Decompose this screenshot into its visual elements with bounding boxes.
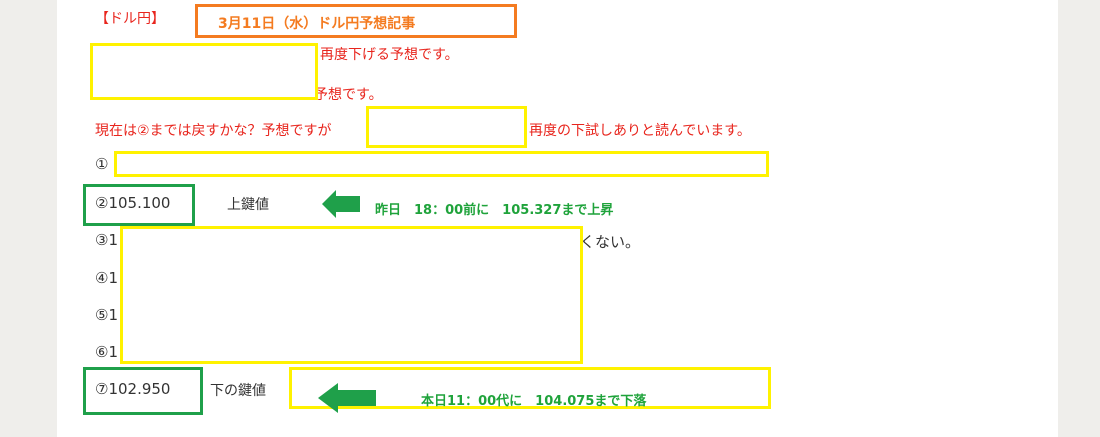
- level-7-box: [83, 367, 203, 415]
- left-arrow-icon: [322, 190, 360, 218]
- level-2-label: 上鍵値: [227, 197, 269, 213]
- line-3b: 再度の下試しありと読んでいます。: [529, 123, 751, 139]
- level-7-label: 下の鍵値: [210, 383, 266, 399]
- redaction-box: [366, 106, 527, 148]
- title-box: 3月11日（水）ドル円予想記事: [195, 4, 517, 38]
- left-arrow-icon: [318, 383, 376, 413]
- line-2: 予想です。: [314, 87, 383, 103]
- line-3a: 現在は②までは戻すかな？予想ですが: [95, 123, 332, 139]
- level-4: ④1: [95, 269, 118, 287]
- redaction-box: [90, 43, 318, 100]
- level-1: ①: [95, 155, 109, 173]
- level-6: ⑥1: [95, 343, 118, 361]
- level-2-value: ②105.100: [95, 194, 171, 212]
- level-7-value: ⑦102.950: [95, 380, 171, 398]
- level-7-note: 本日11：00代に 104.075まで下落: [421, 394, 647, 409]
- redaction-box: [114, 151, 769, 177]
- level-2-note: 昨日 18：00前に 105.327まで上昇: [375, 203, 614, 218]
- level-2-box: [83, 184, 195, 226]
- level-3-tail: くない。: [580, 233, 641, 251]
- level-3: ③1: [95, 231, 118, 249]
- redaction-box: [120, 226, 583, 364]
- currency-tag: 【ドル円】: [95, 11, 165, 27]
- article-title: 3月11日（水）ドル円予想記事: [218, 16, 416, 32]
- line-1: 再度下げる予想です。: [320, 47, 459, 63]
- level-5: ⑤1: [95, 306, 118, 324]
